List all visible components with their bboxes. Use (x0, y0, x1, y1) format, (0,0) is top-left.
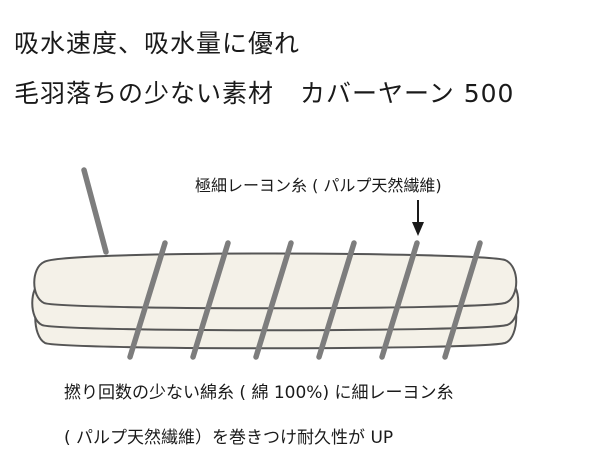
yarn-diagram: 極細レーヨン糸 ( パルプ天然繊維) (31, 167, 520, 360)
footer-line-2: ( パルプ天然繊維）を巻きつけ耐久性が UP (64, 428, 394, 448)
heading-line-2: 毛羽落ちの少ない素材 カバーヤーン 500 (14, 79, 515, 108)
rayon-wrap-thread (127, 240, 168, 360)
rayon-wraps (127, 240, 483, 360)
pointer-arrow-head (412, 222, 424, 236)
rayon-wrap-thread (190, 240, 231, 360)
rayon-wrap-thread (316, 240, 357, 360)
rayon-wrap-thread (442, 240, 483, 360)
rayon-wrap-thread (253, 240, 294, 360)
heading-line-1: 吸水速度、吸水量に優れ (14, 29, 301, 58)
rayon-wrap-thread (379, 240, 420, 360)
wrap-thread-lead (81, 167, 109, 255)
footer-line-1: 撚り回数の少ない綿糸 ( 綿 100%) に細レーヨン糸 (64, 383, 454, 403)
rayon-label: 極細レーヨン糸 ( パルプ天然繊維) (195, 176, 442, 195)
